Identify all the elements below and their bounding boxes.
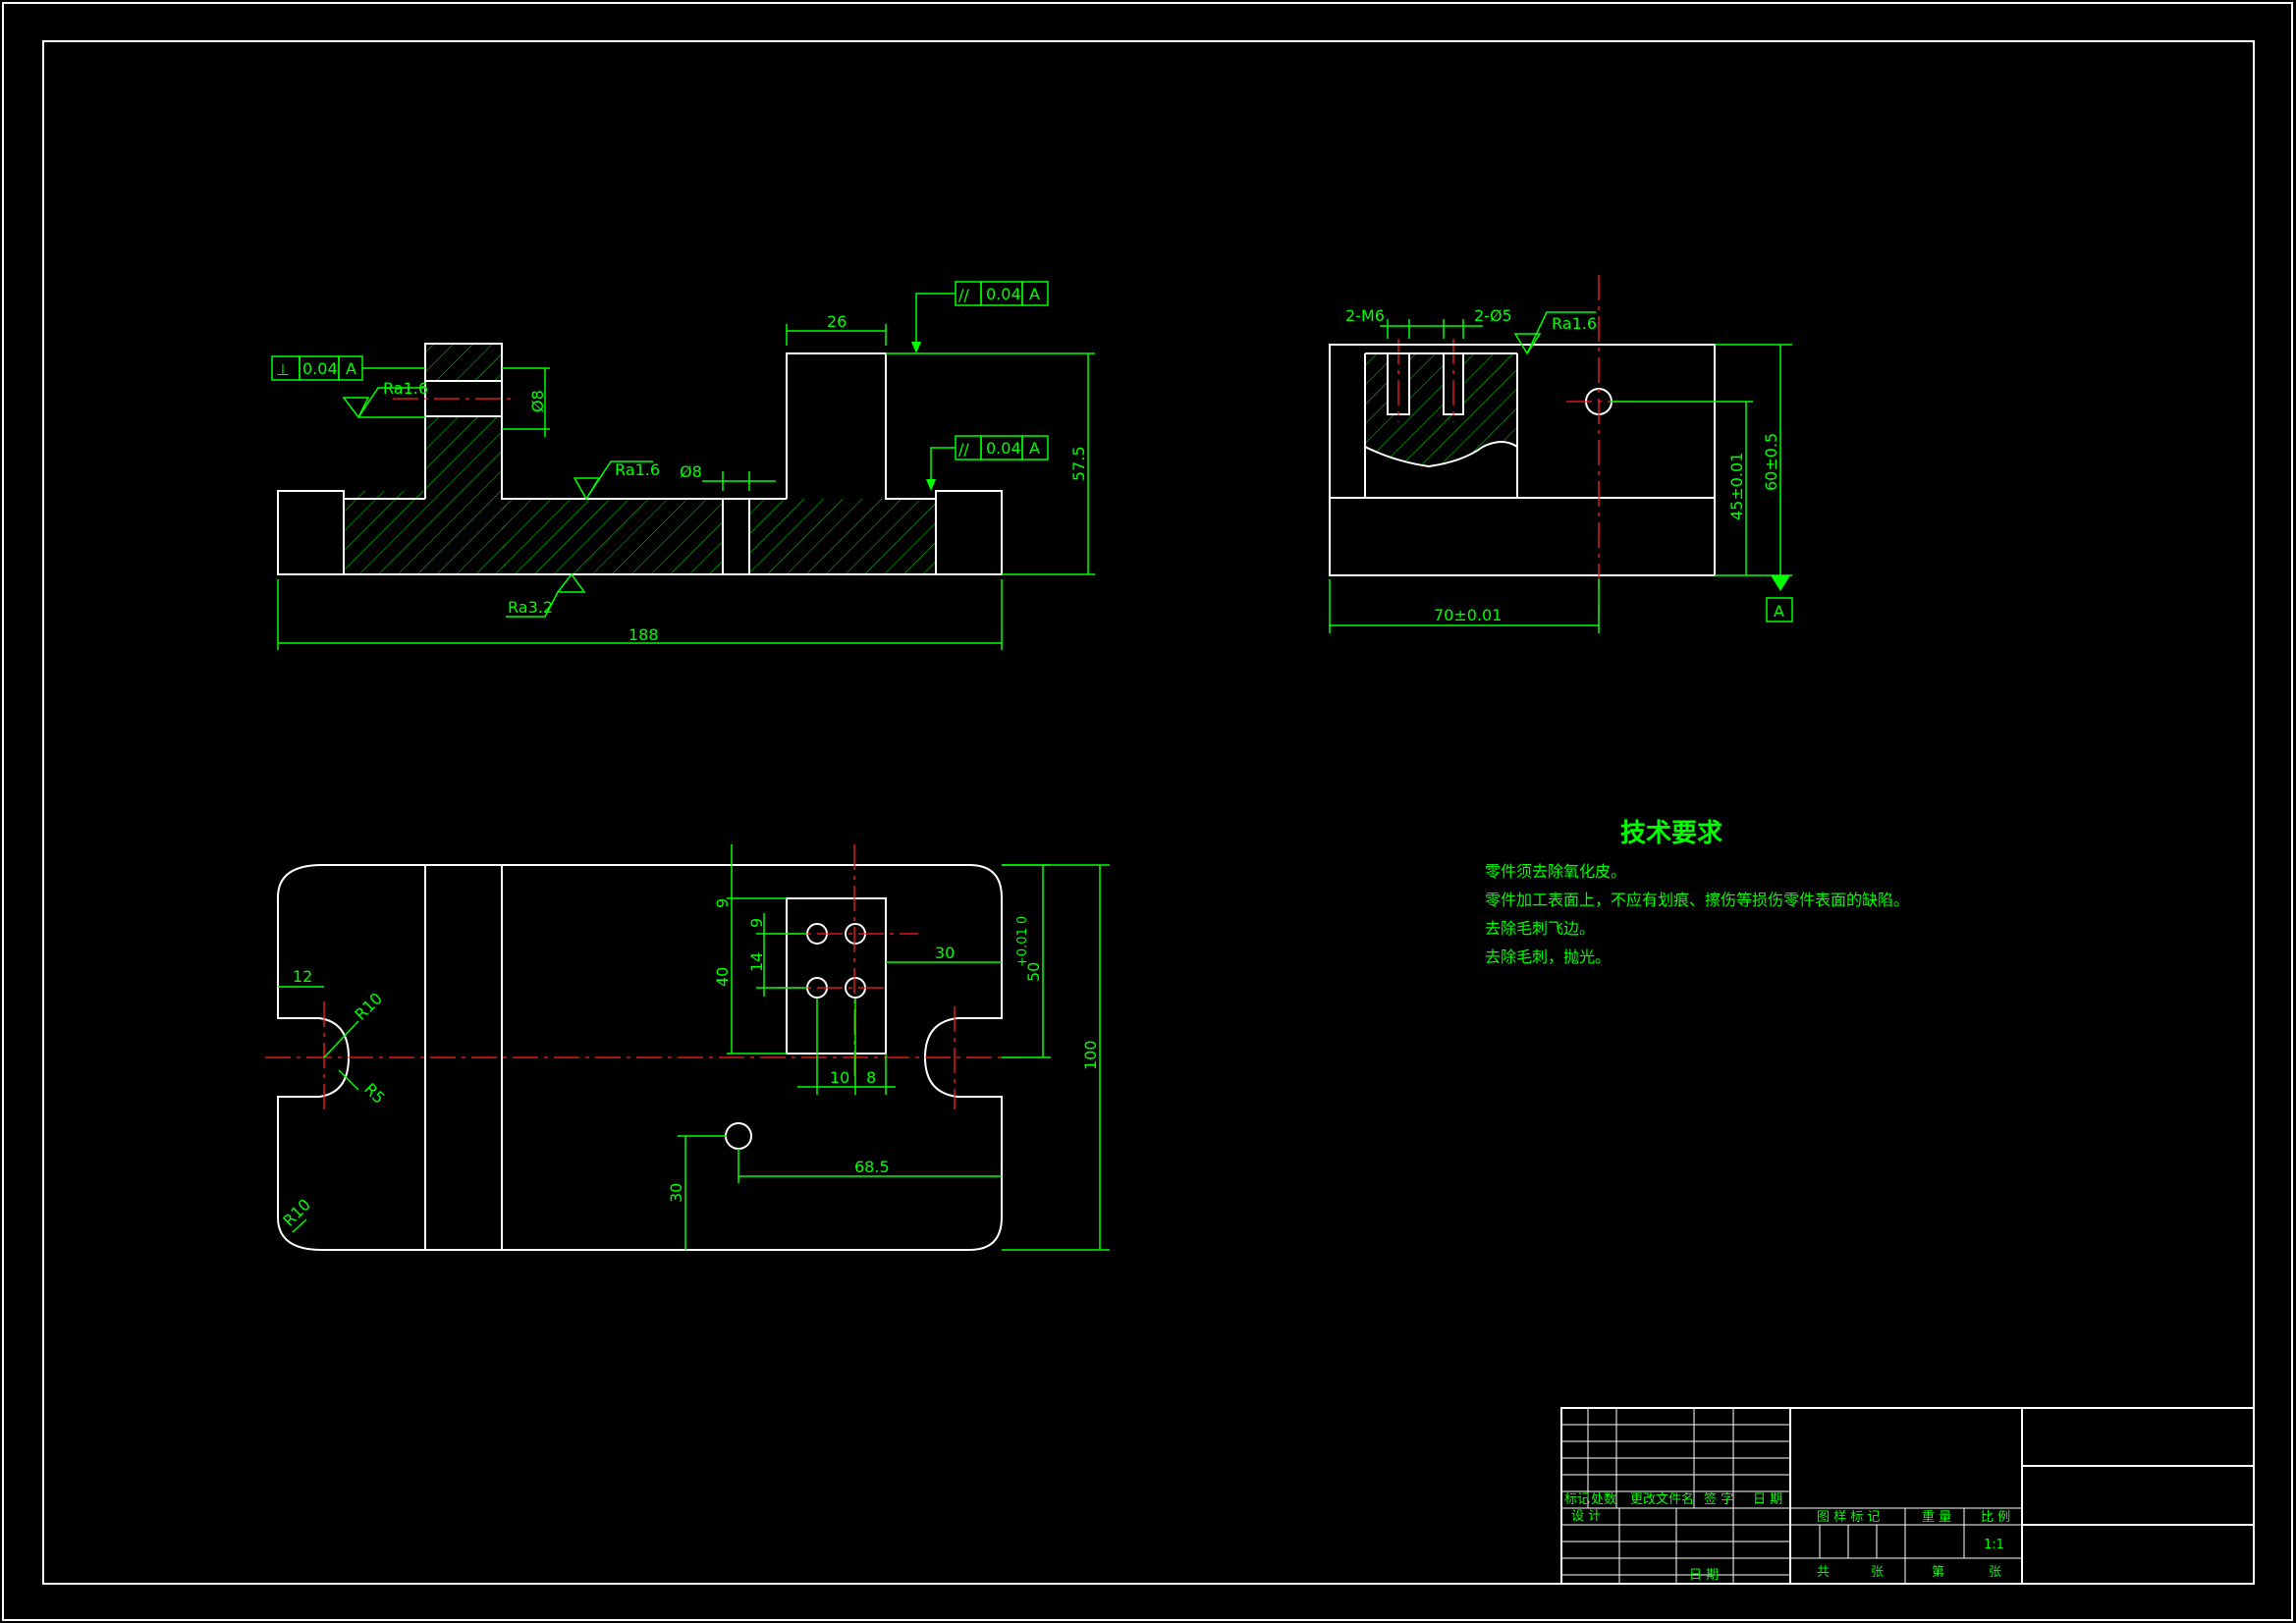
dim-70: 70±0.01 <box>1434 606 1502 624</box>
front-view: 188 26 57.5 Ø8 Ø8 ⊥ 0.04 A Ra1.6 Ra1.6 <box>271 281 1095 650</box>
inner-frame <box>42 40 2255 1585</box>
par-datum-top: A <box>1029 285 1040 303</box>
tb-stage-mark: 图 样 标 记 <box>1817 1510 1880 1525</box>
tb-weight: 重 量 <box>1922 1509 1951 1525</box>
tb-scale: 比 例 <box>1981 1510 2010 1525</box>
dim-188: 188 <box>629 625 659 644</box>
perp-datum: A <box>346 359 356 378</box>
dim-60: 60±0.5 <box>1762 433 1780 491</box>
par-tol-right: 0.04 <box>986 439 1021 458</box>
technical-notes: 技术要求 零件须去除氧化皮。 零件加工表面上，不应有划痕、擦伤等损伤零件表面的缺… <box>1485 819 1909 966</box>
dim-40: 40 <box>713 967 732 987</box>
note-3: 去除毛刺飞边。 <box>1485 919 1595 938</box>
dim-8: 8 <box>866 1068 876 1087</box>
dim-12: 12 <box>293 967 312 986</box>
dim-14: 14 <box>747 952 766 972</box>
side-datum: A <box>1774 602 1784 621</box>
par-datum-right: A <box>1029 439 1040 458</box>
dim-hole-mid: Ø8 <box>680 462 702 481</box>
note-2: 零件加工表面上，不应有划痕、擦伤等损伤零件表面的缺陷。 <box>1485 891 1909 909</box>
par-symbol-top: // <box>958 286 969 304</box>
side-view: 2-M6 2-Ø5 Ra1.6 70±0.01 45±0.01 60±0.5 A <box>1329 275 1793 633</box>
dim-30-bottom: 30 <box>667 1183 685 1203</box>
dim-9a: 9 <box>713 898 732 908</box>
thread-label: 2-M6 <box>1345 306 1385 325</box>
note-4: 去除毛刺，抛光。 <box>1485 947 1611 966</box>
tb-rev-date: 日 期 <box>1753 1492 1782 1507</box>
dim-r5: R5 <box>360 1079 388 1107</box>
perp-symbol: ⊥ <box>276 360 290 379</box>
dim-68-5: 68.5 <box>854 1158 890 1176</box>
tb-sheet-no: 第 <box>1932 1565 1944 1580</box>
rough-mid: Ra1.6 <box>615 460 660 479</box>
dim-100: 100 <box>1081 1040 1100 1070</box>
tb-sheet: 张 <box>1989 1565 2001 1580</box>
dim-hole-left: Ø8 <box>528 390 547 412</box>
dim-r10-slot: R10 <box>351 989 386 1024</box>
tb-rev-sign: 签 字 <box>1704 1491 1733 1507</box>
tb-rev-doc: 更改文件名 <box>1630 1491 1694 1507</box>
notes-title: 技术要求 <box>1620 819 1722 848</box>
dim-30-right: 30 <box>935 944 955 962</box>
note-1: 零件须去除氧化皮。 <box>1485 862 1626 881</box>
tb-design: 设 计 <box>1571 1509 1601 1524</box>
tb-rev-mark: 标记 <box>1564 1492 1590 1507</box>
dim-26: 26 <box>827 312 847 331</box>
top-view: 12 R10 R5 R10 9 40 9 14 30 50 +0.01 0 10… <box>265 844 1110 1251</box>
tb-sheets: 张 <box>1871 1565 1884 1580</box>
perp-tolerance: 0.04 <box>302 359 338 378</box>
par-tol-top: 0.04 <box>986 285 1021 303</box>
tb-scale-value: 1:1 <box>1984 1538 2004 1552</box>
title-block: 标记 处数 更改文件名 签 字 日 期 设 计 日 期 图 样 标 记 重 量 … <box>1560 1407 2255 1585</box>
dim-45: 45±0.01 <box>1727 453 1746 520</box>
rough-bottom: Ra3.2 <box>508 598 553 617</box>
tb-rev-count: 处数 <box>1591 1492 1616 1507</box>
side-rough-top: Ra1.6 <box>1552 314 1597 333</box>
dim-57-5: 57.5 <box>1069 446 1088 481</box>
dim-10: 10 <box>830 1068 849 1087</box>
par-symbol-right: // <box>958 440 969 459</box>
dim-9b: 9 <box>747 918 766 928</box>
dim-50-tolerance: +0.01 0 <box>1015 916 1030 967</box>
tb-date: 日 期 <box>1689 1568 1719 1583</box>
dim-r10-corner: R10 <box>279 1195 314 1230</box>
tb-total: 共 <box>1817 1565 1830 1580</box>
dim-50: 50 <box>1024 962 1043 982</box>
rough-left: Ra1.6 <box>383 379 428 398</box>
hole-label: 2-Ø5 <box>1474 306 1512 325</box>
